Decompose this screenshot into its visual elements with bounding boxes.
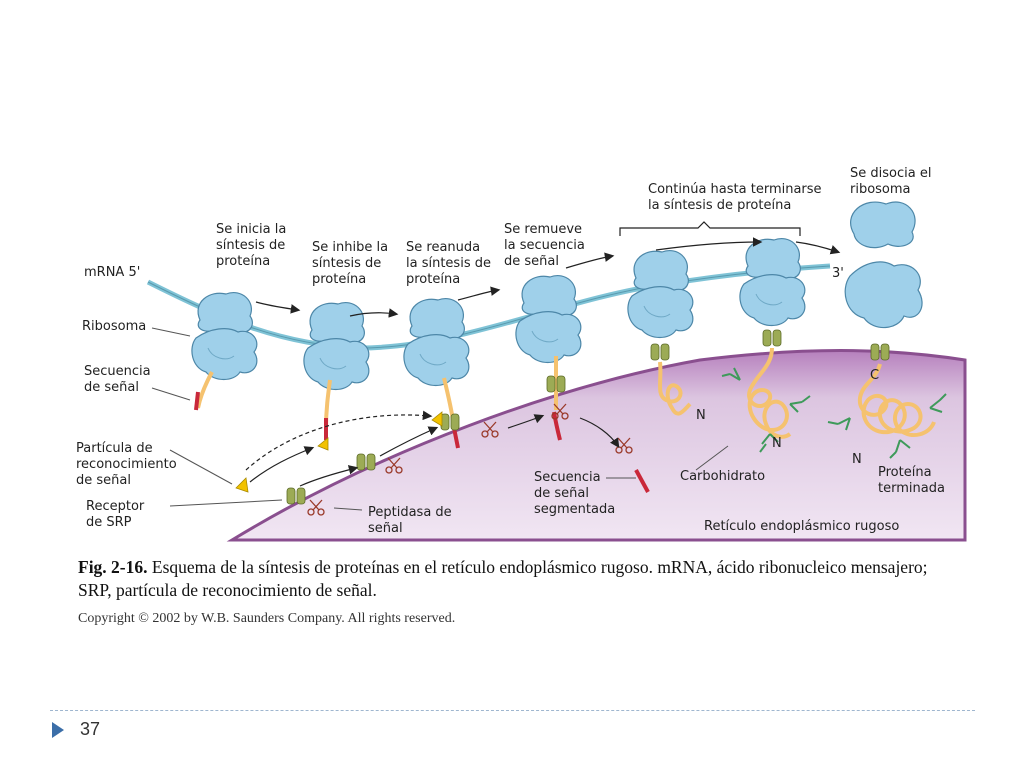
- srp-receptor: [762, 329, 782, 347]
- figure-number: Fig. 2-16.: [78, 557, 148, 577]
- ribosome-2: [303, 301, 370, 391]
- ribosome-3: [403, 297, 470, 387]
- secuencia-senal-label: Secuencia de señal: [84, 364, 151, 395]
- step-4-label: Se remueve la secuencia de señal: [504, 222, 585, 269]
- protein-chain: [658, 361, 692, 416]
- footer-divider: [50, 710, 975, 711]
- c-terminus-label: C: [870, 368, 880, 383]
- secuencia-segmentada-label: Secuencia de señal segmentada: [534, 470, 616, 517]
- ribosome-1: [191, 291, 258, 381]
- srp-particle: [235, 477, 249, 493]
- step-1-label: Se inicia la síntesis de proteína: [216, 222, 287, 269]
- mrna-5-label: mRNA 5': [84, 265, 141, 280]
- caption-text: Esquema de la síntesis de proteínas en e…: [78, 557, 928, 600]
- carbohidrato-label: Carbohidrato: [680, 469, 766, 484]
- figure-caption: Fig. 2-16. Esquema de la síntesis de pro…: [78, 556, 958, 602]
- receptor-label: Receptor de SRP: [86, 499, 145, 530]
- ribosome-4: [515, 274, 582, 364]
- srp-receptor: [650, 343, 670, 361]
- srp-particle: [431, 411, 443, 427]
- protein-chain: [857, 363, 936, 438]
- copyright-notice: Copyright © 2002 by W.B. Saunders Compan…: [78, 611, 456, 626]
- srp-particle: [317, 437, 329, 451]
- n-terminus-label: N: [772, 436, 782, 451]
- particula-label: Partícula de reconocimiento de señal: [76, 441, 177, 488]
- protein-chain: [747, 347, 792, 439]
- reticulo-label: Retículo endoplásmico rugoso: [704, 519, 900, 534]
- srp-receptor: [286, 487, 306, 505]
- bullet-arrow-icon: [52, 722, 64, 738]
- page-number: 37: [80, 719, 101, 739]
- n-terminus-label: N: [852, 452, 862, 467]
- step-2-label: Se inhibe la síntesis de proteína: [312, 240, 389, 287]
- ribosome-6: [739, 237, 806, 327]
- step-5-label: Continúa hasta terminarse la síntesis de…: [648, 182, 822, 213]
- step-6-label: Se disocia el ribosoma: [850, 166, 932, 197]
- proteina-terminada-label: Proteína terminada: [878, 465, 945, 496]
- srp-receptor: [440, 413, 460, 431]
- mrna-3-label: 3': [832, 266, 844, 281]
- carbohydrate: [721, 367, 947, 459]
- step-3-label: Se reanuda la síntesis de proteína: [406, 240, 491, 287]
- ribosoma-label: Ribosoma: [82, 319, 147, 334]
- n-terminus-label: N: [696, 408, 706, 423]
- peptidasa-label: Peptidasa de señal: [368, 505, 452, 536]
- ribosome-dissociated: [844, 201, 923, 329]
- ribosome-5: [627, 249, 694, 339]
